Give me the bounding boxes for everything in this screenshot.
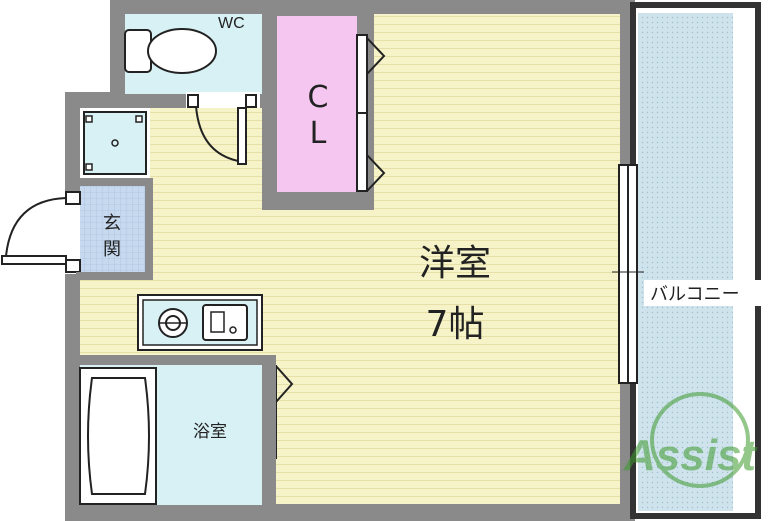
washing-machine-space bbox=[80, 108, 150, 178]
stove-icon bbox=[158, 308, 188, 338]
bathroom: 浴室 bbox=[79, 365, 262, 505]
toilet-icon bbox=[124, 28, 217, 74]
balcony-window-icon[interactable] bbox=[618, 164, 638, 384]
wc-door-icon[interactable] bbox=[186, 92, 260, 165]
balcony-label: バルコニー bbox=[650, 284, 740, 304]
entrance-label-line2: 関 bbox=[103, 239, 121, 260]
main-room-size: 7帖 bbox=[426, 304, 485, 345]
balcony-label-group: バルコニー bbox=[612, 271, 768, 306]
entrance-door-icon[interactable] bbox=[0, 191, 81, 274]
entrance: 玄 関 bbox=[80, 186, 145, 272]
kitchen-counter bbox=[137, 294, 263, 351]
closet-door-icon[interactable] bbox=[356, 34, 386, 192]
assist-logo-text: Assist bbox=[623, 431, 758, 480]
main-room-name: 洋室 bbox=[419, 243, 491, 284]
closet: C L bbox=[262, 12, 386, 210]
assist-logo: Assist bbox=[623, 392, 758, 488]
entrance-label-line1: 玄 bbox=[103, 213, 121, 234]
sink-icon bbox=[202, 304, 248, 341]
closet-label-l: L bbox=[310, 116, 327, 151]
wood-floor bbox=[80, 14, 620, 504]
bath-label: 浴室 bbox=[193, 422, 227, 442]
closet-label-c: C bbox=[308, 80, 329, 115]
bathtub-icon bbox=[79, 367, 157, 505]
wc-label: WC bbox=[218, 15, 245, 32]
wc-room: WC bbox=[124, 14, 265, 94]
interior-walls bbox=[76, 178, 276, 505]
